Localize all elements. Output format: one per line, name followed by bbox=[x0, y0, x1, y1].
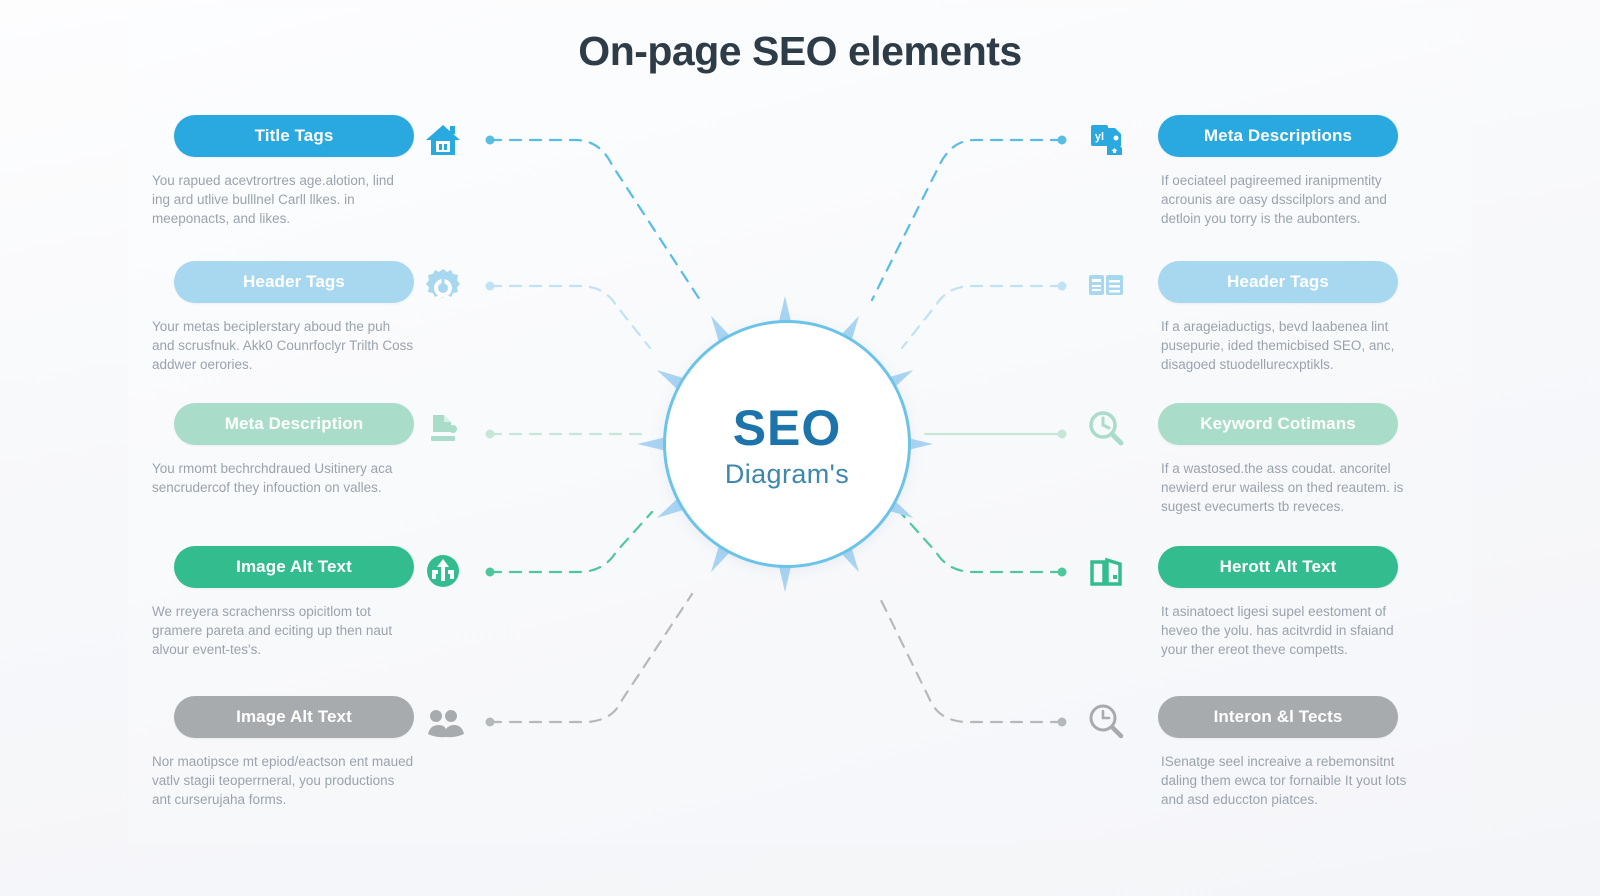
item-description: Nor maotipsce mt epiod/eactson ent maued… bbox=[152, 754, 414, 807]
gear-icon bbox=[420, 263, 466, 309]
connector-left-5 bbox=[485, 592, 694, 727]
item-label-pill[interactable]: Header Tags bbox=[174, 261, 414, 303]
item-description: If oeciateel pagireemed iranipmentity ac… bbox=[1161, 173, 1387, 226]
item-row-right-4: Herott Alt Text It asinatoect ligesi supe… bbox=[1075, 546, 1495, 666]
item-description: If a wastosed.the ass coudat. ancoritel … bbox=[1161, 461, 1404, 514]
document-icon bbox=[420, 405, 466, 451]
people-icon bbox=[420, 698, 466, 744]
article-icon bbox=[1083, 263, 1129, 309]
item-label-pill[interactable]: Meta Description bbox=[174, 403, 414, 445]
connector-left-4 bbox=[485, 510, 654, 577]
connector-left-1 bbox=[485, 135, 702, 302]
connector-right-2 bbox=[900, 281, 1067, 350]
connector-right-1 bbox=[870, 135, 1067, 302]
item-label-pill[interactable]: Title Tags bbox=[174, 115, 414, 157]
item-description: Your metas beciplerstary aboud the puh a… bbox=[152, 319, 414, 372]
connector-right-3 bbox=[923, 429, 1067, 439]
hub-subtitle: Diagram's bbox=[724, 458, 850, 489]
search-clock-icon bbox=[1083, 405, 1129, 451]
item-row-right-3: Keyword Cotimans If a wastosed.the ass co… bbox=[1075, 403, 1495, 523]
item-label-pill[interactable]: Header Tags bbox=[1158, 261, 1398, 303]
item-description: ISenatge seel increaive a rebemonsitnt d… bbox=[1161, 754, 1407, 807]
item-label-pill[interactable]: Meta Descriptions bbox=[1158, 115, 1398, 157]
hub-title: SEO bbox=[732, 399, 842, 456]
item-description: You rapued acevtrortres age.alotion, lin… bbox=[152, 173, 394, 226]
connector-left-2 bbox=[485, 281, 652, 350]
item-description: It asinatoect ligesi supel eestoment of … bbox=[1161, 604, 1394, 657]
item-row-right-2: Header Tags If a arageiaductigs, bevd laa… bbox=[1075, 261, 1495, 381]
item-description: If a arageiaductigs, bevd laabenea lint … bbox=[1161, 319, 1395, 372]
svg-text:yl: yl bbox=[1095, 131, 1104, 143]
open-box-icon bbox=[1083, 548, 1129, 594]
item-row-left-4: Image Alt Text We rreyera scrachenrss opi… bbox=[150, 546, 630, 666]
seo-hub: SEO Diagram's bbox=[620, 272, 950, 612]
connector-right-5 bbox=[876, 592, 1067, 727]
hub-core: SEO Diagram's bbox=[663, 320, 911, 568]
item-label-pill[interactable]: Image Alt Text bbox=[174, 696, 414, 738]
search-time-icon bbox=[1083, 698, 1129, 744]
item-row-right-1: yl Meta Descriptions If oeciateel pagiree… bbox=[1075, 115, 1495, 235]
item-description: We rreyera scrachenrss opicitlom tot gra… bbox=[152, 604, 393, 657]
page-title: On-page SEO elements bbox=[578, 28, 1022, 74]
item-label-pill[interactable]: Keyword Cotimans bbox=[1158, 403, 1398, 445]
documents-icon: yl bbox=[1083, 117, 1129, 163]
item-label-pill[interactable]: Image Alt Text bbox=[174, 546, 414, 588]
home-icon bbox=[420, 117, 466, 163]
connector-right-4 bbox=[898, 510, 1067, 577]
arrow-up-circle-icon bbox=[420, 548, 466, 594]
item-description: You rmomt bechrchdraued Usitinery aca se… bbox=[152, 461, 393, 495]
item-label-pill[interactable]: Herott Alt Text bbox=[1158, 546, 1398, 588]
item-label-pill[interactable]: Interon &l Tects bbox=[1158, 696, 1398, 738]
connector-left-3 bbox=[485, 429, 647, 439]
